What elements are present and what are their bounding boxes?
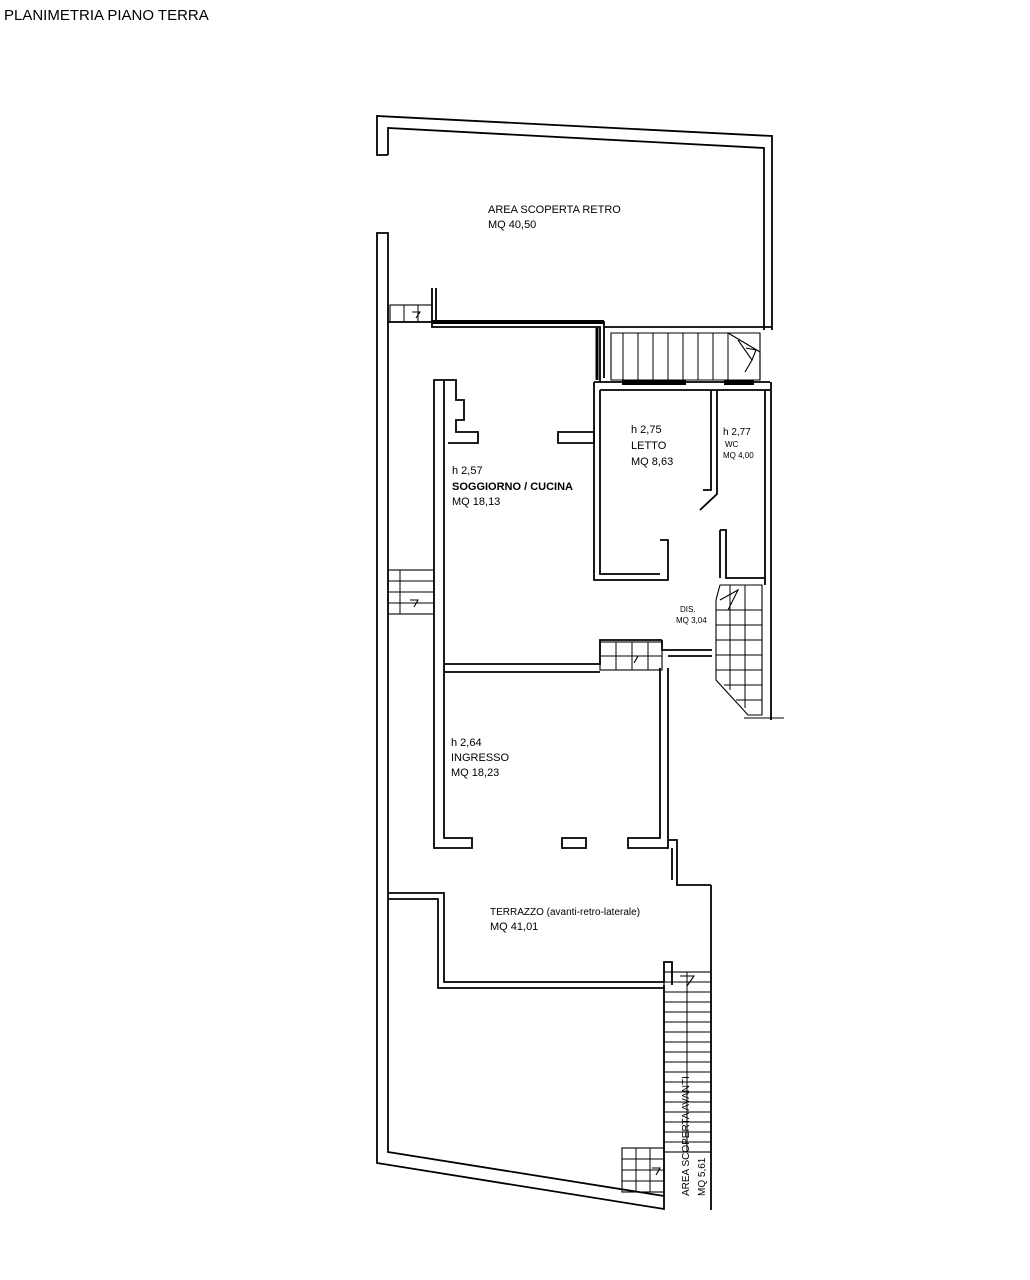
label-terrazzo: TERRAZZO (avanti-retro-laterale) MQ 41,0…	[490, 907, 640, 933]
stair-entry-small	[389, 304, 433, 323]
label-soggiorno: h 2,57 SOGGIORNO / CUCINA MQ 18,13	[452, 465, 573, 508]
stair-middle	[599, 641, 663, 671]
wc-area: MQ 4,00	[723, 451, 754, 460]
dis-area: MQ 3,04	[676, 616, 707, 625]
stair-front	[663, 971, 712, 1153]
area-avanti-area: MQ 5,61	[697, 1157, 708, 1196]
stair-left-side	[387, 569, 435, 615]
label-letto: h 2,75 LETTO MQ 8,63	[631, 424, 673, 468]
soggiorno-name: SOGGIORNO / CUCINA	[452, 481, 573, 493]
label-ingresso: h 2,64 INGRESSO MQ 18,23	[451, 737, 510, 779]
area-retro-area: MQ 40,50	[488, 219, 536, 231]
plan-title: PLANIMETRIA PIANO TERRA	[4, 7, 209, 24]
windows	[595, 328, 754, 385]
soggiorno-height: h 2,57	[452, 465, 483, 477]
soggiorno-area: MQ 18,13	[452, 496, 500, 508]
label-wc: h 2,77 WC MQ 4,00	[723, 427, 754, 460]
wc-height: h 2,77	[723, 427, 751, 438]
stair-bottom-left	[621, 1147, 665, 1193]
wc-name: WC	[725, 440, 739, 449]
ingresso-name: INGRESSO	[451, 752, 510, 764]
letto-height: h 2,75	[631, 424, 662, 436]
interior-walls	[388, 288, 772, 1196]
terrazzo-name: TERRAZZO (avanti-retro-laterale)	[490, 907, 640, 918]
outer-walls	[376, 115, 773, 1211]
ingresso-area: MQ 18,23	[451, 767, 499, 779]
label-dis: DIS. MQ 3,04	[676, 605, 707, 625]
area-retro-name: AREA SCOPERTA RETRO	[488, 204, 621, 216]
stair-retro	[622, 332, 761, 380]
stair-dis	[715, 584, 784, 719]
terrazzo-area: MQ 41,01	[490, 921, 538, 933]
area-avanti-name: AREA SCOPERTA AVANTI	[681, 1076, 692, 1196]
ingresso-height: h 2,64	[451, 737, 482, 749]
letto-name: LETTO	[631, 440, 667, 452]
dis-name: DIS.	[680, 605, 696, 614]
letto-area: MQ 8,63	[631, 456, 673, 468]
label-area-retro: AREA SCOPERTA RETRO MQ 40,50	[488, 204, 621, 231]
label-area-avanti: AREA SCOPERTA AVANTI MQ 5,61	[681, 1076, 708, 1196]
